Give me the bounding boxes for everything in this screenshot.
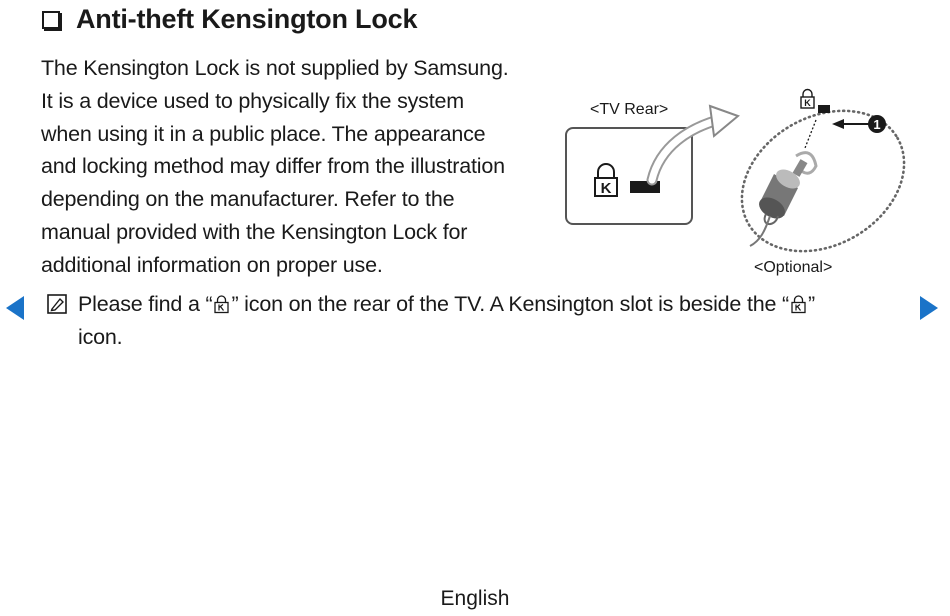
checkbox-bullet-icon [42, 10, 60, 29]
kensington-lock-illustration: <TV Rear> <Optional> K K 1 [560, 56, 920, 286]
zoom-circle [740, 109, 906, 253]
kensington-lock-device [749, 159, 808, 247]
section-heading: Anti-theft Kensington Lock [42, 4, 417, 35]
twist-arrow [795, 151, 818, 175]
svg-text:K: K [601, 180, 612, 197]
body-line: depending on the manufacturer. Refer to … [41, 187, 455, 212]
zoomed-lock-icon: K [800, 88, 815, 109]
note-text-line2: icon. [78, 324, 123, 349]
body-line: manual provided with the Kensington Lock… [41, 219, 468, 244]
note-icon [47, 294, 67, 315]
callout-arrow [832, 119, 844, 129]
tv-rear-label: <TV Rear> [590, 101, 669, 118]
note-line: Please find a “ ” icon on the rear of th… [46, 288, 896, 321]
note-text-part1: Please find a “ [78, 292, 213, 316]
svg-text:1: 1 [873, 117, 880, 132]
body-line: It is a device used to physically fix th… [41, 88, 464, 113]
body-line: and locking method may differ from the i… [41, 154, 505, 179]
kensington-lock-icon [214, 295, 230, 314]
kensington-lock-icon: K [594, 163, 618, 197]
footer-language: English [440, 587, 510, 610]
illustration-drawing: K K 1 [565, 88, 906, 253]
tv-rear-panel [565, 127, 693, 225]
next-page-icon[interactable] [920, 296, 938, 320]
note-block: Please find a “ ” icon on the rear of th… [46, 288, 896, 354]
optional-label: <Optional> [754, 259, 833, 276]
previous-page-icon[interactable] [6, 296, 24, 320]
body-paragraph: The Kensington Lock is not supplied by S… [41, 52, 556, 282]
callout-number-1 [868, 115, 886, 133]
note-text-part3: ” [807, 292, 815, 316]
zoomed-slot [818, 105, 830, 113]
note-line: icon. [46, 321, 896, 354]
svg-text:K: K [804, 98, 811, 108]
body-line: The Kensington Lock is not supplied by S… [41, 56, 509, 80]
body-line: when using it in a public place. The app… [41, 121, 486, 146]
note-text-part2: ” icon on the rear of the TV. A Kensingt… [231, 292, 789, 316]
body-line: additional information on proper use. [41, 252, 383, 277]
kensington-lock-icon [791, 295, 806, 314]
curved-arrow-head [708, 104, 740, 138]
section-title: Anti-theft Kensington Lock [76, 4, 418, 34]
